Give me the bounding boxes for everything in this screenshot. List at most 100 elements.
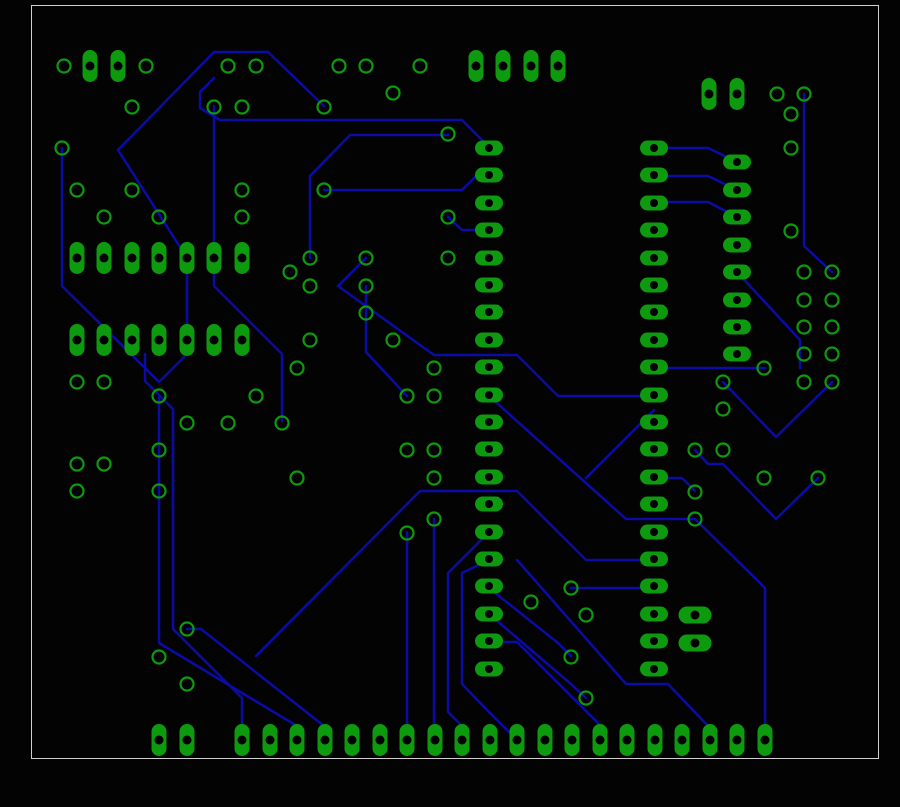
pad-drill [650, 528, 658, 536]
via-ring [824, 319, 840, 335]
via-ring [426, 360, 442, 376]
via-ring [69, 182, 85, 198]
pad-drill [127, 335, 137, 345]
via-ring [824, 374, 840, 390]
pad-drill [209, 335, 219, 345]
via-ring [399, 388, 415, 404]
via-ring [426, 470, 442, 486]
pad-drill [705, 735, 715, 745]
via-ring [206, 99, 222, 115]
copper-trace [487, 394, 767, 742]
pad-drill [690, 638, 700, 648]
via-ring [756, 470, 772, 486]
pad-drill [512, 735, 522, 745]
pad-drill [485, 336, 493, 344]
pad-drill [650, 226, 658, 234]
via-ring [399, 525, 415, 541]
pad-drill [567, 735, 577, 745]
copper-trace [143, 352, 244, 742]
pad-drill [733, 241, 741, 249]
via-ring [151, 388, 167, 404]
via-ring [234, 209, 250, 225]
via-ring [385, 332, 401, 348]
via-ring [289, 470, 305, 486]
via-ring [248, 388, 264, 404]
pad-drill [760, 735, 770, 745]
pad-drill [650, 500, 658, 508]
pad-drill [595, 735, 605, 745]
pad-drill [237, 335, 247, 345]
pad-drill [485, 735, 495, 745]
pad-drill [72, 335, 82, 345]
via-ring [69, 374, 85, 390]
pad-drill [526, 61, 536, 71]
via-ring [578, 607, 594, 623]
via-ring [563, 649, 579, 665]
copper-trace [254, 489, 656, 658]
pad-drill [99, 335, 109, 345]
via-ring [810, 470, 826, 486]
via-ring [302, 332, 318, 348]
pad-drill [85, 61, 95, 71]
pad-drill [650, 555, 658, 563]
via-ring [426, 442, 442, 458]
via-ring [824, 346, 840, 362]
pad-drill [485, 500, 493, 508]
via-ring [783, 140, 799, 156]
via-ring [179, 621, 195, 637]
via-ring [687, 442, 703, 458]
via-ring [282, 264, 298, 280]
via-ring [687, 484, 703, 500]
via-ring [358, 305, 374, 321]
via-ring [124, 182, 140, 198]
copper-trace [721, 380, 834, 439]
pad-drill [650, 735, 660, 745]
pad-drill [485, 473, 493, 481]
pad-drill [622, 735, 632, 745]
via-ring [331, 58, 347, 74]
pad-drill [677, 735, 687, 745]
via-ring [248, 58, 264, 74]
pad-drill [209, 253, 219, 263]
via-ring [358, 250, 374, 266]
via-ring [756, 360, 772, 376]
pad-drill [733, 186, 741, 194]
pad-drill [650, 281, 658, 289]
pad-drill [237, 735, 247, 745]
via-ring [96, 456, 112, 472]
pad-drill [485, 199, 493, 207]
pad-drill [540, 735, 550, 745]
pad-drill [690, 610, 700, 620]
pad-drill [292, 735, 302, 745]
via-ring [54, 140, 70, 156]
pad-drill [733, 350, 741, 358]
copper-trace [212, 104, 284, 423]
pad-drill [72, 253, 82, 263]
pad-drill [402, 735, 412, 745]
component-pads [54, 50, 840, 756]
via-ring [440, 250, 456, 266]
via-ring [783, 223, 799, 239]
pad-drill [650, 637, 658, 645]
copper-trace [460, 558, 519, 742]
via-ring [56, 58, 72, 74]
via-ring [824, 264, 840, 280]
pad-drill [485, 226, 493, 234]
via-ring [151, 442, 167, 458]
pad-drill [182, 253, 192, 263]
via-ring [179, 676, 195, 692]
via-ring [151, 483, 167, 499]
pad-drill [485, 171, 493, 179]
copper-trace [693, 448, 820, 521]
copper-trace [308, 133, 450, 260]
pad-drill [650, 665, 658, 673]
pad-drill [650, 391, 658, 399]
via-ring [96, 209, 112, 225]
copper-trace [322, 174, 478, 192]
pad-drill [485, 363, 493, 371]
pad-drill [485, 637, 493, 645]
copper-trace [198, 76, 492, 150]
pad-drill [733, 213, 741, 221]
via-ring [151, 209, 167, 225]
